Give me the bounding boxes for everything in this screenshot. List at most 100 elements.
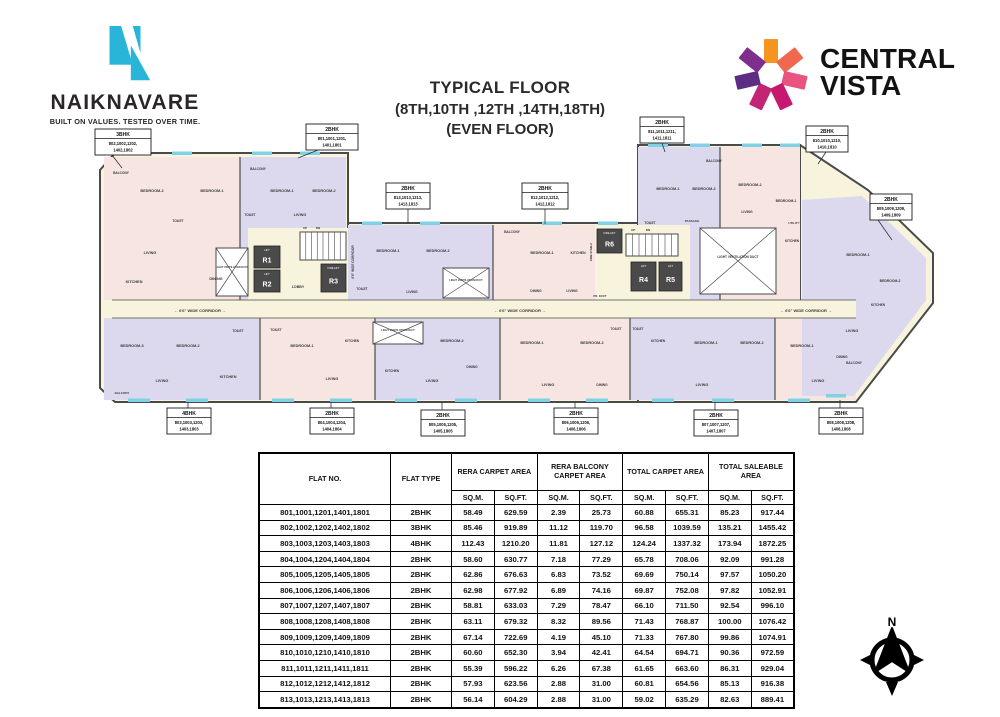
naiknavare-tagline: BUILT ON VALUES. TESTED OVER TIME. xyxy=(49,117,201,126)
room-label: BEDROOM-1 xyxy=(790,344,813,348)
room-label: LIGHT VENTILATION DUCT xyxy=(717,255,758,259)
area-value-cell: 90.36 xyxy=(707,644,752,661)
area-value-cell: 58.60 xyxy=(451,550,495,568)
room-label: BEDROOM-2 xyxy=(880,279,901,283)
area-value-cell: 916.38 xyxy=(750,675,795,693)
room-label: PASSAGE xyxy=(685,219,699,223)
room-label: KITCHEN xyxy=(385,369,400,373)
room-label: LIVING xyxy=(326,377,339,381)
flat-type-cell: 2BHK xyxy=(390,597,452,615)
flat-type-cell: 2BHK xyxy=(390,691,452,709)
plan-rect xyxy=(186,398,208,402)
lift-R5 xyxy=(658,261,683,292)
room-label: BALCONY xyxy=(250,167,267,171)
area-value-cell: 1455.42 xyxy=(750,519,795,537)
room-label: DN xyxy=(316,226,320,230)
area-value-cell: 1039.59 xyxy=(665,519,709,537)
area-value-cell: 97.82 xyxy=(707,581,752,599)
area-value-cell: 124.24 xyxy=(622,535,667,552)
area-value-cell: 74.16 xyxy=(579,581,624,599)
room-label: TOILET xyxy=(172,219,183,223)
area-value-cell: 1050.20 xyxy=(750,566,795,583)
svg-text:810,1010,1210,: 810,1010,1210, xyxy=(813,138,841,143)
svg-text:804,1004,1204,: 804,1004,1204, xyxy=(318,420,346,425)
svg-text:2BHK: 2BHK xyxy=(325,411,339,417)
room-label: TOILET xyxy=(232,329,243,333)
area-value-cell: 73.52 xyxy=(579,566,624,583)
room-label: UP xyxy=(631,228,635,232)
area-value-cell: 45.10 xyxy=(579,628,624,646)
room-label: KITCHEN xyxy=(871,303,886,307)
area-value-cell: 78.47 xyxy=(579,597,624,615)
area-value-cell: 604.29 xyxy=(493,691,538,709)
area-value-cell: 1337.32 xyxy=(665,535,709,552)
room-label: DINING xyxy=(596,383,608,387)
area-value-cell: 1076.42 xyxy=(750,613,795,630)
col-sqft: SQ.FT. xyxy=(665,490,709,505)
area-value-cell: 708.06 xyxy=(665,550,709,568)
plan-rect xyxy=(252,151,272,155)
svg-text:1404,1804: 1404,1804 xyxy=(322,427,342,432)
plan-rect xyxy=(788,398,810,402)
room-label: TOILET xyxy=(244,213,255,217)
room-label: LIVING xyxy=(294,213,307,217)
area-value-cell: 92.09 xyxy=(707,550,752,568)
naiknavare-logo-icon xyxy=(109,26,151,81)
room-label: LIGHT VENTILATION DUCT xyxy=(449,278,483,282)
room-label: 6'6" WIDE CORRIDOR xyxy=(351,245,355,279)
svg-text:809,1009,1209,: 809,1009,1209, xyxy=(877,206,905,211)
corridor xyxy=(112,300,856,318)
svg-text:1413,1813: 1413,1813 xyxy=(398,202,418,207)
area-value-cell: 2.88 xyxy=(536,675,581,693)
svg-text:808,1008,1208,: 808,1008,1208, xyxy=(827,420,855,425)
area-value-cell: 66.10 xyxy=(622,597,667,615)
svg-text:R3: R3 xyxy=(329,279,338,286)
room-label: BEDROOM-1 xyxy=(376,249,399,253)
room-label: ← 6'6" WIDE CORRIDOR → xyxy=(494,308,546,313)
area-value-cell: 89.56 xyxy=(579,613,624,630)
area-value-cell: 1074.91 xyxy=(750,628,795,646)
area-value-cell: 655.31 xyxy=(665,504,709,521)
room-label: KITCHEN xyxy=(220,375,237,379)
plan-rect xyxy=(330,398,352,402)
plan-rect xyxy=(128,398,150,402)
area-value-cell: 60.60 xyxy=(451,644,495,661)
compass-north-label: N xyxy=(888,615,897,629)
area-value-cell: 889.41 xyxy=(750,691,795,709)
flat-no-cell: 805,1005,1205,1405,1805 xyxy=(258,566,391,583)
room-label: LIGHT VENTILATION DUCT xyxy=(216,266,249,269)
area-value-cell: 3.94 xyxy=(536,644,581,661)
area-value-cell: 69.69 xyxy=(622,566,667,583)
area-value-cell: 2.39 xyxy=(536,504,581,521)
room-label: BEDROOM-1 xyxy=(694,341,717,345)
unit-803 xyxy=(104,318,260,400)
svg-text:1410,1810: 1410,1810 xyxy=(817,145,837,150)
svg-text:1409,1809: 1409,1809 xyxy=(881,213,901,218)
svg-text:803,1003,1203,: 803,1003,1203, xyxy=(175,420,203,425)
area-value-cell: 69.87 xyxy=(622,581,667,599)
area-value-cell: 1210.20 xyxy=(493,535,538,552)
unit-804 xyxy=(260,318,375,400)
flat-type-cell: 2BHK xyxy=(390,659,452,677)
room-label: DINING xyxy=(209,277,222,281)
area-value-cell: 1872.25 xyxy=(750,535,795,552)
area-value-cell: 119.70 xyxy=(579,519,624,537)
room-label: BEDROOM-1 xyxy=(290,344,313,348)
central-vista-logo: CENTRAL VISTA xyxy=(734,36,955,110)
room-label: BEDROOM-1 xyxy=(200,189,223,193)
col-header-flat-no: FLAT NO. xyxy=(258,452,391,505)
svg-text:2BHK: 2BHK xyxy=(884,197,898,203)
title-line2: (8TH,10TH ,12TH ,14TH,18TH) xyxy=(394,101,606,118)
area-value-cell: 752.08 xyxy=(665,581,709,599)
area-value-cell: 6.83 xyxy=(536,566,581,583)
